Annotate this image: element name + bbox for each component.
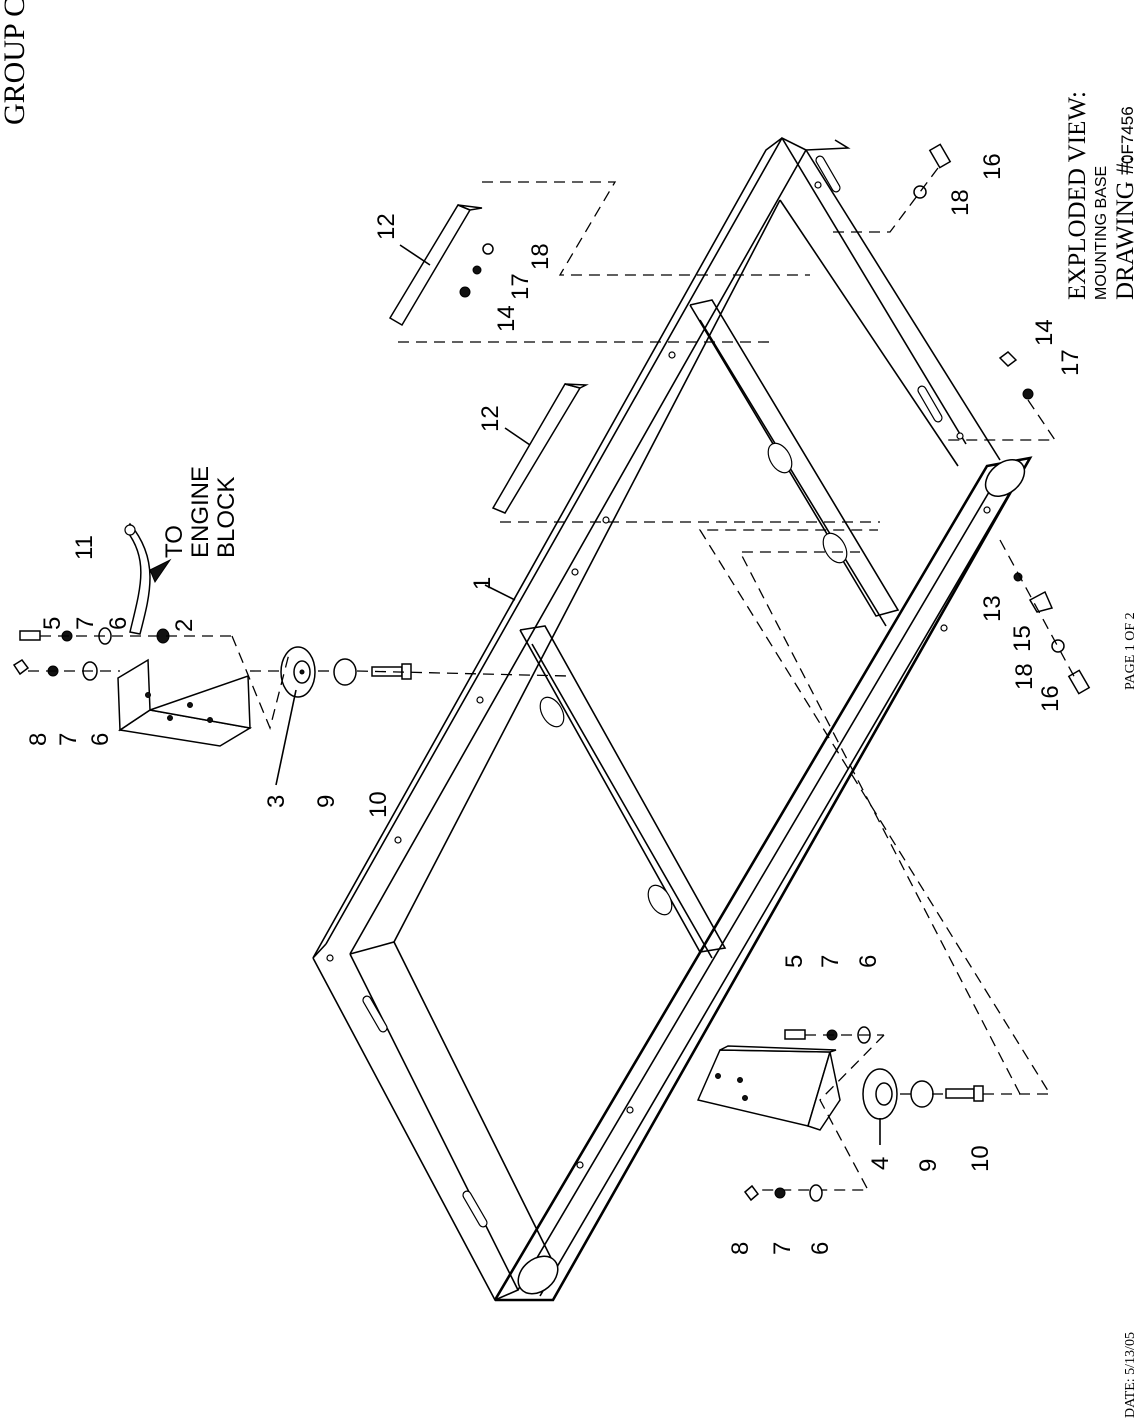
callout-10b: 10: [967, 1145, 994, 1172]
note-line-to: TO: [161, 525, 188, 558]
callout-18a: 18: [527, 243, 554, 270]
ground-strap: [19, 522, 291, 731]
callout-9a: 9: [313, 795, 340, 808]
callout-9b: 9: [915, 1159, 942, 1172]
callout-14a: 14: [493, 305, 520, 332]
callout-16b: 16: [1037, 685, 1064, 712]
callout-12b: 12: [477, 405, 504, 432]
callout-18b: 18: [947, 189, 974, 216]
base-frame: [312, 136, 1033, 1302]
lower-isolator-mount: [862, 1068, 898, 1120]
support-angle-lower: [491, 383, 880, 523]
callout-11: 11: [71, 535, 98, 560]
callout-8a: 8: [25, 733, 52, 746]
callout-7c: 7: [817, 955, 844, 968]
callout-2: 2: [171, 619, 198, 632]
callout-8b: 8: [727, 1242, 754, 1255]
callout-4: 4: [867, 1157, 894, 1170]
callout-10a: 10: [365, 791, 392, 818]
drawing-number: 0F7456: [1118, 106, 1137, 164]
callout-14b: 14: [1031, 319, 1058, 346]
callout-6a: 6: [105, 617, 132, 630]
upper-isolator-mount: [280, 646, 316, 698]
callout-13: 13: [979, 595, 1006, 622]
callout-3: 3: [263, 795, 290, 808]
upper-hardware-stack: [12, 658, 569, 686]
callout-6d: 6: [807, 1242, 834, 1255]
lower-hardware-stack: [698, 529, 1052, 1202]
right-hardware: [830, 143, 1091, 695]
callout-16a: 16: [979, 153, 1006, 180]
callout-7a: 7: [72, 617, 99, 630]
callout-5b: 5: [781, 955, 808, 968]
callout-12a: 12: [373, 213, 400, 240]
callout-5a: 5: [39, 617, 66, 630]
drawing-number-label: DRAWING #:: [1112, 155, 1138, 300]
callout-7b: 7: [55, 733, 82, 746]
engine-block-note: TO ENGINE BLOCK: [161, 466, 240, 558]
note-line-engine: ENGINE: [187, 466, 214, 558]
callout-15: 15: [1009, 625, 1036, 652]
callout-17a: 17: [507, 273, 534, 300]
drawing-subtitle: MOUNTING BASE: [1093, 166, 1110, 300]
date-label: DATE: 5/13/05: [1123, 1332, 1138, 1418]
callout-7d: 7: [769, 1242, 796, 1255]
callouts: 1 2 3 4 5 5 6 6 6 6 7 7 7 7 8 8 9 9 10 1…: [25, 153, 1084, 1255]
group-label: GROUP C: [0, 0, 31, 125]
callout-18c: 18: [1011, 663, 1038, 690]
lower-mount-bracket: [696, 1045, 841, 1131]
callout-17b: 17: [1057, 349, 1084, 376]
note-line-block: BLOCK: [213, 477, 240, 558]
drawing-title: EXPLODED VIEW:: [1064, 91, 1091, 300]
page-label: PAGE 1 OF 2: [1123, 612, 1138, 690]
callout-6b: 6: [87, 733, 114, 746]
upper-mount-bracket: [117, 658, 253, 747]
callout-6c: 6: [855, 955, 882, 968]
